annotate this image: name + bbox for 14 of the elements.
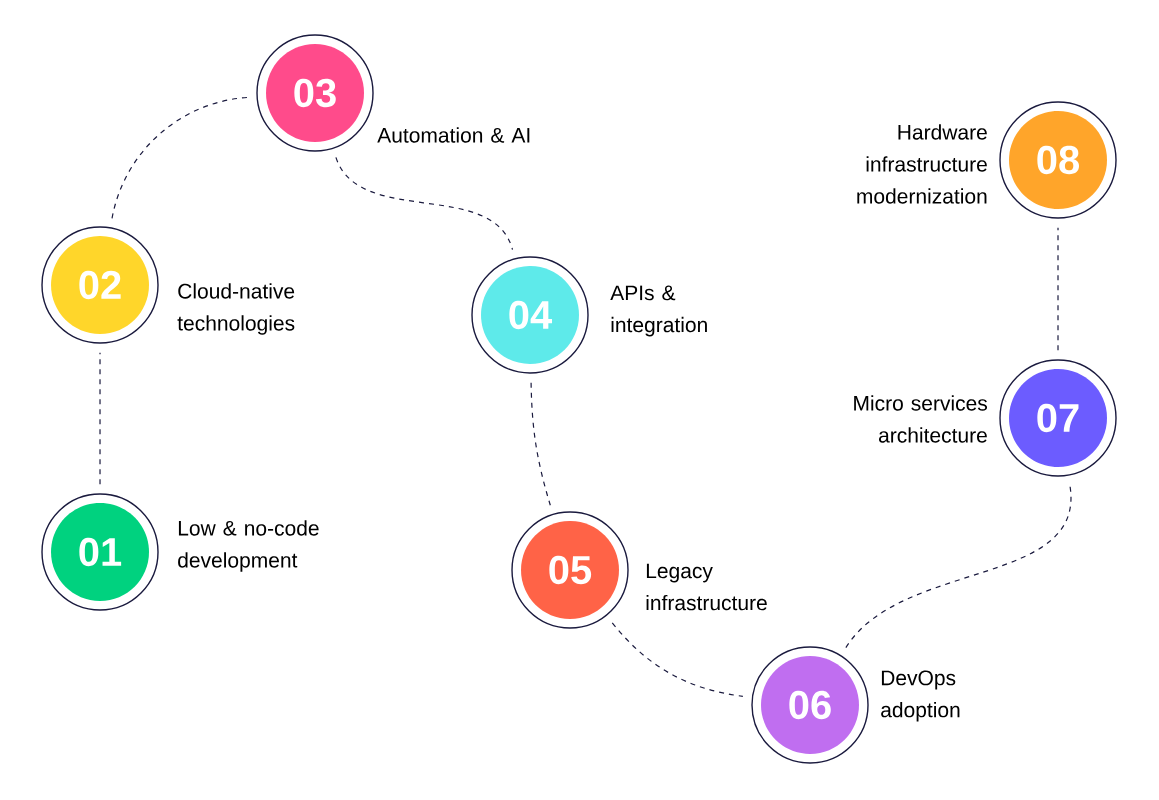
dashed-connector: [335, 156, 514, 251]
step-label: Low & no-code development: [178, 520, 319, 572]
dashed-connector: [99, 352, 101, 485]
step-label: Hardware infrastructure modernization: [857, 124, 987, 204]
step-label: DevOps adoption: [881, 670, 960, 722]
step-label: APIs & integration: [610, 285, 707, 337]
dashed-connector: [530, 382, 551, 506]
step-label: Automation & AI: [377, 127, 530, 143]
step-label: Legacy infrastructure: [646, 563, 767, 611]
step-label: Cloud-native technologies: [177, 283, 295, 335]
dashed-connector: [1057, 227, 1059, 351]
step-label: Micro services architecture: [854, 395, 987, 443]
dashed-connector: [111, 96, 249, 219]
dashed-connector: [611, 622, 744, 697]
